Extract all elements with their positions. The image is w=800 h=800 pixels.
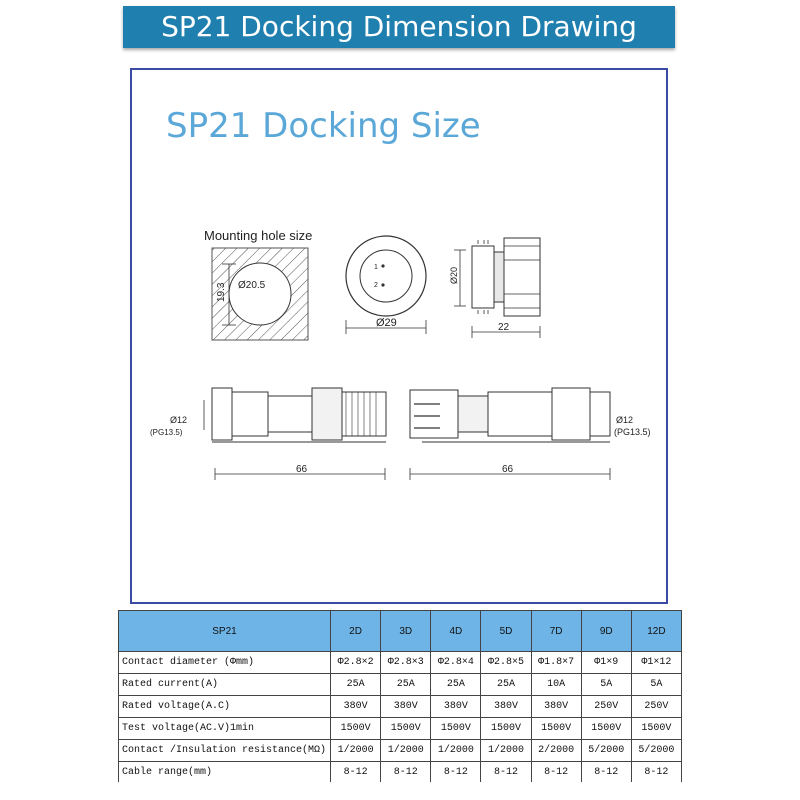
spec-table: SP21 2D 3D 4D 5D 7D 9D 12D Contact diame… [118, 610, 683, 784]
table-cell: Φ1.8×7 [530, 651, 582, 674]
table-cell: 1/2000 [430, 739, 482, 762]
table-cell: 25A [329, 673, 382, 696]
table-cell: 1500V [530, 717, 582, 740]
header-cell: 12D [630, 610, 683, 652]
table-cell: 1500V [380, 717, 432, 740]
left-cable-dim: Ø12 [170, 415, 187, 425]
table-cell: 1/2000 [329, 739, 382, 762]
table-cell: Φ1×12 [630, 651, 683, 674]
table-cell: 2/2000 [530, 739, 582, 762]
right-length-dim: 66 [502, 464, 514, 475]
right-pg-dim: (PG13.5) [614, 427, 651, 437]
left-plug-view: 66 Ø12 (PG13.5) [150, 387, 387, 480]
table-cell: 5/2000 [580, 739, 632, 762]
table-cell: 250V [630, 695, 683, 718]
table-row: Contact /Insulation resistance(MΩ)1/2000… [118, 739, 683, 762]
header-cell: 2D [329, 610, 382, 652]
table-cell: 10A [530, 673, 582, 696]
table-cell: Φ2.8×3 [380, 651, 432, 674]
face-diameter-dim: Ø29 [376, 317, 397, 329]
page-bottom [0, 782, 800, 800]
right-cable-dim: Ø12 [616, 415, 633, 425]
row-label: Rated current(A) [118, 673, 331, 696]
table-cell: 25A [380, 673, 432, 696]
page-banner: SP21 Docking Dimension Drawing [123, 6, 675, 48]
side-diameter-dim: Ø20 [449, 267, 459, 284]
header-cell: 4D [430, 610, 482, 652]
side-socket-view: Ø20 22 [449, 237, 541, 338]
table-cell: 8-12 [480, 761, 532, 784]
pin-2-label: 2 [374, 282, 378, 289]
header-cell: 3D [380, 610, 432, 652]
spec-table-header: SP21 2D 3D 4D 5D 7D 9D 12D [118, 610, 683, 652]
header-cell: 9D [580, 610, 632, 652]
table-cell: 8-12 [430, 761, 482, 784]
header-cell: SP21 [118, 610, 331, 652]
left-pg-dim: (PG13.5) [150, 428, 183, 437]
left-length-dim: 66 [296, 464, 308, 475]
right-socket-view: 66 Ø12 (PG13.5) [409, 387, 651, 480]
row-label: Contact /Insulation resistance(MΩ) [118, 739, 331, 762]
drawing-title: SP21 Docking Size [166, 106, 481, 146]
table-cell: Φ2.8×2 [329, 651, 382, 674]
table-cell: 1500V [580, 717, 632, 740]
front-face-view: 1 2 Ø29 [345, 235, 427, 334]
table-cell: 1500V [630, 717, 683, 740]
table-cell: 1500V [480, 717, 532, 740]
mounting-hole-view: Ø20.5 19.3 [211, 247, 309, 341]
table-cell: 8-12 [630, 761, 683, 784]
mounting-hole-label: Mounting hole size [204, 228, 312, 243]
table-cell: 380V [480, 695, 532, 718]
table-cell: Φ2.8×5 [480, 651, 532, 674]
table-cell: Φ1×9 [580, 651, 632, 674]
row-label: Test voltage(AC.V)1min [118, 717, 331, 740]
table-cell: 380V [430, 695, 482, 718]
table-cell: 1/2000 [380, 739, 432, 762]
table-cell: 8-12 [580, 761, 632, 784]
dimension-drawing: Mounting hole size Ø20.5 19.3 1 2 Ø29 [150, 228, 651, 480]
table-cell: 5/2000 [630, 739, 683, 762]
header-cell: 7D [530, 610, 582, 652]
header-cell: 5D [480, 610, 532, 652]
table-cell: 8-12 [329, 761, 382, 784]
table-cell: 8-12 [380, 761, 432, 784]
hole-height-dim: 19.3 [216, 282, 227, 302]
drawing-frame: SP21 Docking Size Mounting hole size Ø20… [130, 68, 668, 604]
table-cell: 380V [380, 695, 432, 718]
side-length-dim: 22 [498, 322, 510, 333]
table-cell: 5A [630, 673, 683, 696]
table-cell: 25A [430, 673, 482, 696]
table-cell: 380V [530, 695, 582, 718]
pin-1-label: 1 [374, 264, 378, 271]
table-cell: 1/2000 [480, 739, 532, 762]
table-cell: 8-12 [530, 761, 582, 784]
table-cell: 380V [329, 695, 382, 718]
table-cell: Φ2.8×4 [430, 651, 482, 674]
table-cell: 5A [580, 673, 632, 696]
row-label: Contact diameter (Φmm) [118, 651, 331, 674]
table-cell: 250V [580, 695, 632, 718]
table-cell: 25A [480, 673, 532, 696]
table-cell: 1500V [430, 717, 482, 740]
row-label: Rated voltage(A.C) [118, 695, 331, 718]
row-label: Cable range(mm) [118, 761, 331, 784]
table-cell: 1500V [329, 717, 382, 740]
hole-diameter-dim: Ø20.5 [238, 280, 266, 291]
